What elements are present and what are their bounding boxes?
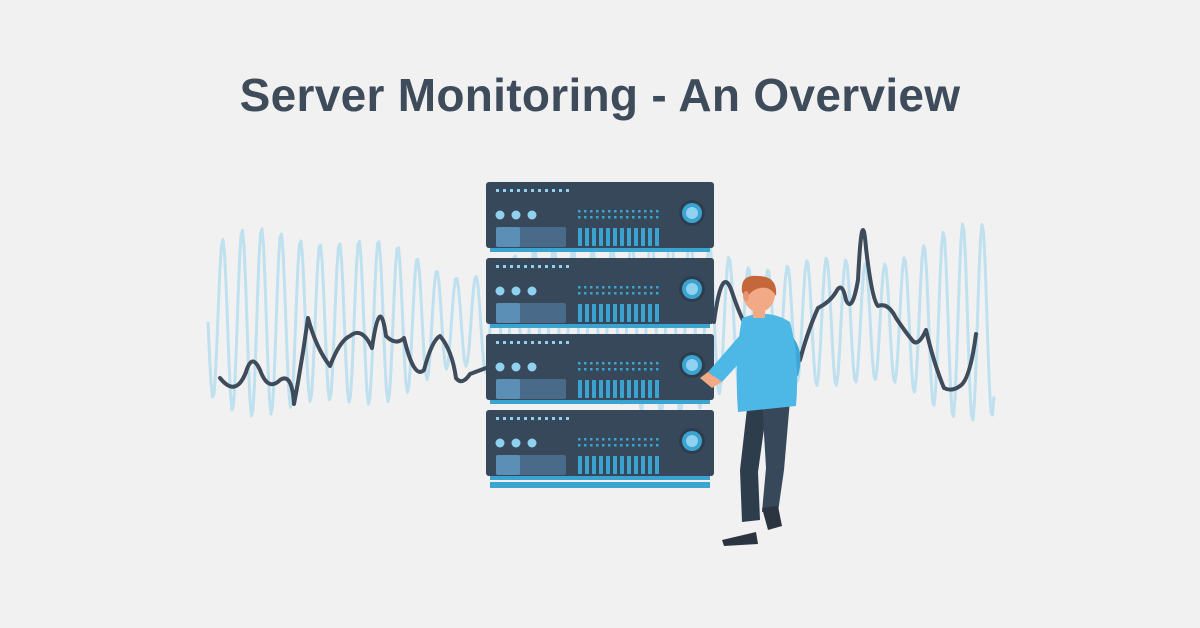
server-rack-icon — [486, 182, 714, 488]
person-icon — [700, 275, 801, 546]
page-title: Server Monitoring - An Overview — [239, 69, 961, 121]
